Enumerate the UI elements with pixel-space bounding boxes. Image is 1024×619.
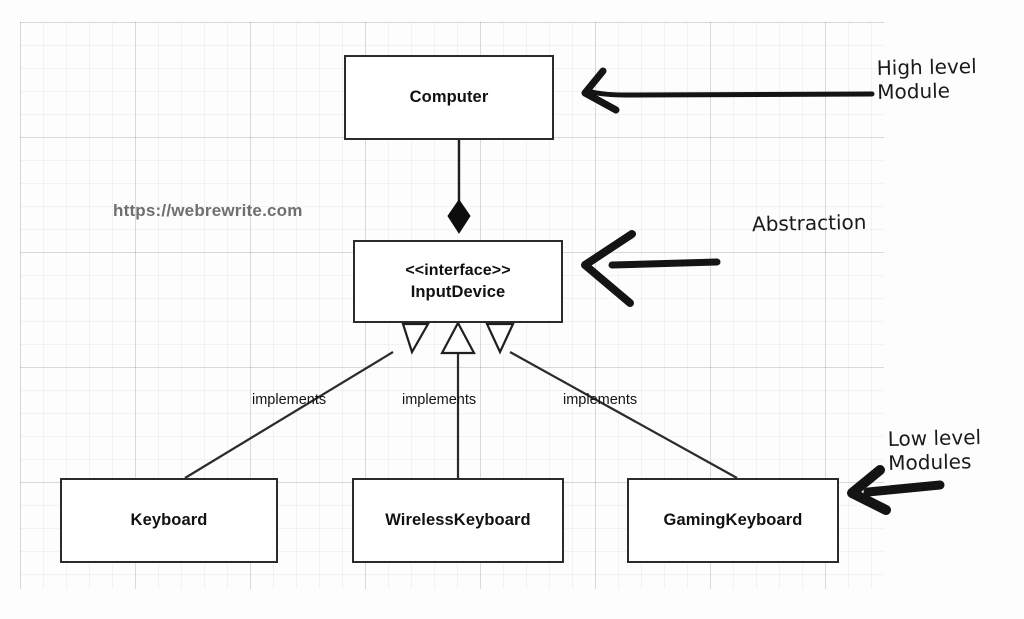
- arrow-head-high-level: [581, 67, 620, 114]
- annotation-arrow-high-level: [581, 67, 875, 114]
- edge-composition: [447, 140, 471, 234]
- class-box-wirelesskeyboard[interactable]: WirelessKeyboard: [352, 478, 564, 563]
- edge-implements-wirelesskeyboard: [440, 320, 476, 478]
- edge-label-implements-wirelesskeyboard: implements: [402, 392, 477, 408]
- annotation-arrow-low-level: [847, 465, 945, 515]
- arrow-head-low-level: [847, 465, 891, 515]
- annotation-low-level-modules: Low level Modules: [887, 425, 982, 475]
- edge-label-implements-gamingkeyboard: implements: [563, 392, 638, 408]
- realization-line-keyboard: [184, 351, 394, 479]
- annotation-high-level-line2: Module: [876, 78, 951, 104]
- edge-implements-gamingkeyboard: [485, 322, 738, 479]
- class-box-gamingkeyboard[interactable]: GamingKeyboard: [627, 478, 839, 563]
- class-name-computer: Computer: [409, 88, 489, 107]
- arrow-shaft-abstraction: [608, 258, 721, 269]
- filled-diamond-marker: [447, 199, 471, 234]
- realization-line-gamingkeyboard: [509, 351, 738, 479]
- class-name-wirelesskeyboard: WirelessKeyboard: [385, 511, 531, 530]
- annotation-low-level-line2: Modules: [887, 448, 972, 475]
- class-name-keyboard: Keyboard: [130, 511, 208, 530]
- annotation-abstraction-line1: Abstraction: [751, 209, 867, 237]
- class-box-inputdevice[interactable]: <<interface>> InputDevice: [353, 240, 563, 323]
- hollow-triangle-wirelesskeyboard: [440, 320, 476, 355]
- hollow-triangle-keyboard: [401, 322, 430, 355]
- edge-implements-keyboard: [184, 322, 430, 479]
- arrow-shaft-low-level: [863, 480, 945, 497]
- arrow-shaft-high-level: [589, 89, 875, 98]
- arrow-head-abstraction: [581, 230, 636, 307]
- annotation-low-level-line1: Low level: [887, 425, 982, 451]
- annotation-high-level-line1: High level: [876, 53, 977, 81]
- class-name-gamingkeyboard: GamingKeyboard: [663, 511, 803, 530]
- edge-label-implements-keyboard: implements: [252, 392, 327, 408]
- annotation-high-level-module: High level Module: [876, 53, 978, 104]
- class-box-keyboard[interactable]: Keyboard: [60, 478, 278, 563]
- annotation-arrow-abstraction: [581, 230, 721, 307]
- annotation-abstraction: Abstraction: [751, 209, 867, 237]
- class-box-computer[interactable]: Computer: [344, 55, 554, 140]
- watermark-url: https://webrewrite.com: [113, 201, 303, 220]
- stereotype-interface: <<interface>>: [405, 261, 511, 279]
- class-name-inputdevice: InputDevice: [410, 283, 506, 302]
- hollow-triangle-gamingkeyboard: [485, 322, 515, 355]
